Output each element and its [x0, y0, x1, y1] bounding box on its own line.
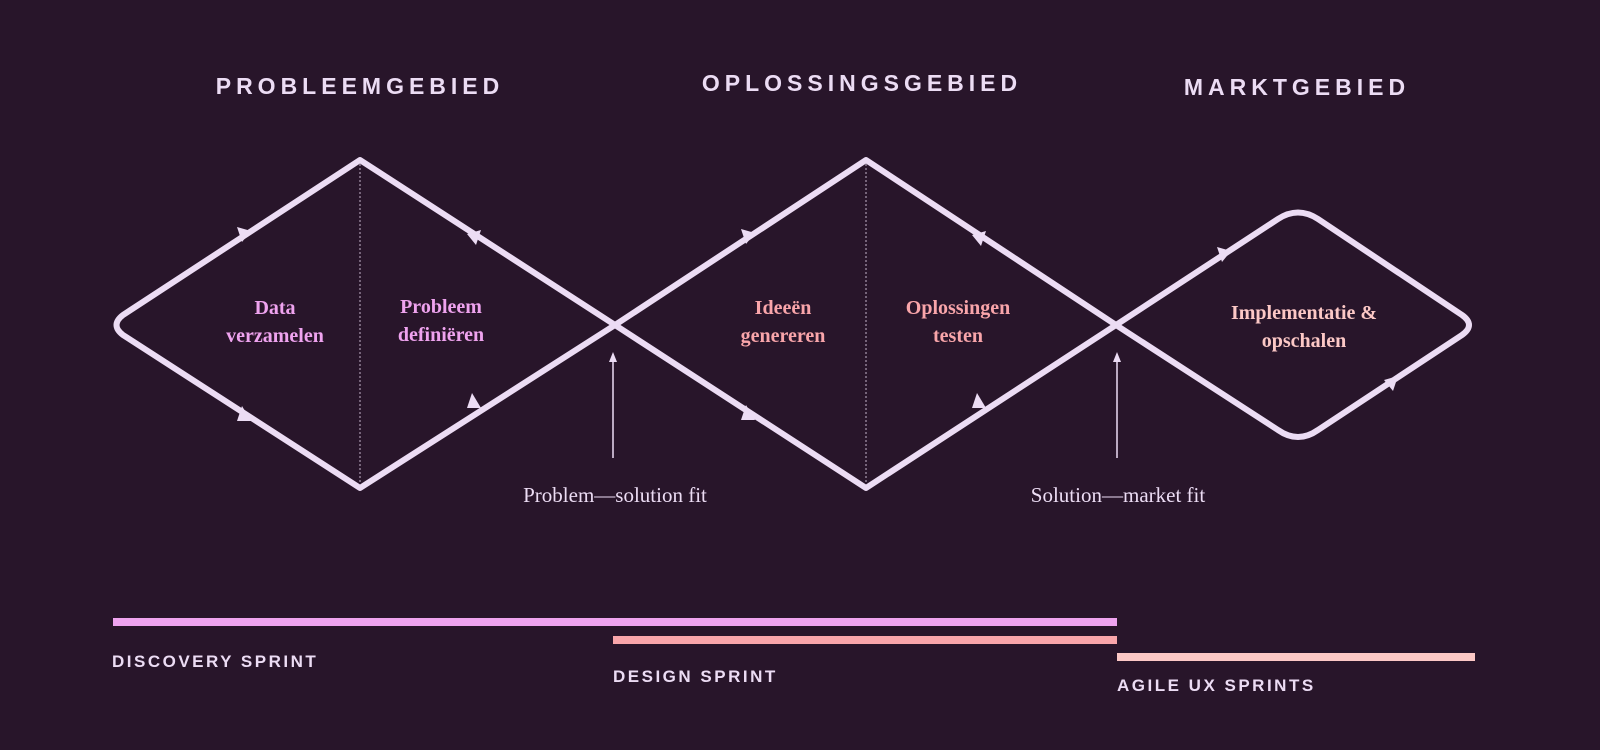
phase-define-problem: Probleem definiëren: [397, 296, 485, 346]
label-design-sprint: DESIGN SPRINT: [613, 667, 778, 686]
heading-solution-area: OPLOSSINGSGEBIED: [701, 70, 1023, 96]
fit-pointer-head-2: [1113, 352, 1121, 362]
diamond-problem: [113, 157, 618, 491]
label-agile-sprints: AGILE UX SPRINTS: [1117, 676, 1316, 695]
label-problem-solution-fit: Problem—solution fit: [523, 483, 707, 507]
phase-generate-ideas: Ideeën genereren: [740, 297, 826, 347]
arrow-5: [741, 229, 755, 244]
bar-agile-sprints: [1117, 653, 1475, 661]
phase-implement-scale: Implementatie & opschalen: [1230, 302, 1378, 352]
arrow-10: [1384, 376, 1398, 391]
arrow-7: [972, 231, 986, 246]
arrow-6: [741, 405, 755, 420]
heading-market-area: MARKTGEBIED: [1183, 74, 1411, 100]
arrow-1: [237, 227, 251, 242]
fit-pointer-head-1: [609, 352, 617, 362]
arrow-8: [972, 393, 986, 408]
arrow-9: [1217, 247, 1231, 262]
arrow-4: [467, 393, 481, 408]
heading-problem-area: PROBLEEMGEBIED: [215, 73, 505, 99]
diamond-solution: [612, 157, 1119, 491]
phase-test-solutions: Oplossingen testen: [905, 297, 1011, 347]
bar-discovery-sprint: [113, 618, 1117, 626]
bar-design-sprint: [613, 636, 1117, 644]
arrow-3: [467, 230, 481, 245]
market-shape: [1113, 209, 1472, 440]
arrow-2: [237, 406, 251, 421]
label-discovery-sprint: DISCOVERY SPRINT: [112, 652, 319, 671]
phase-collect-data: Data verzamelen: [226, 297, 324, 347]
label-solution-market-fit: Solution—market fit: [1030, 483, 1206, 507]
